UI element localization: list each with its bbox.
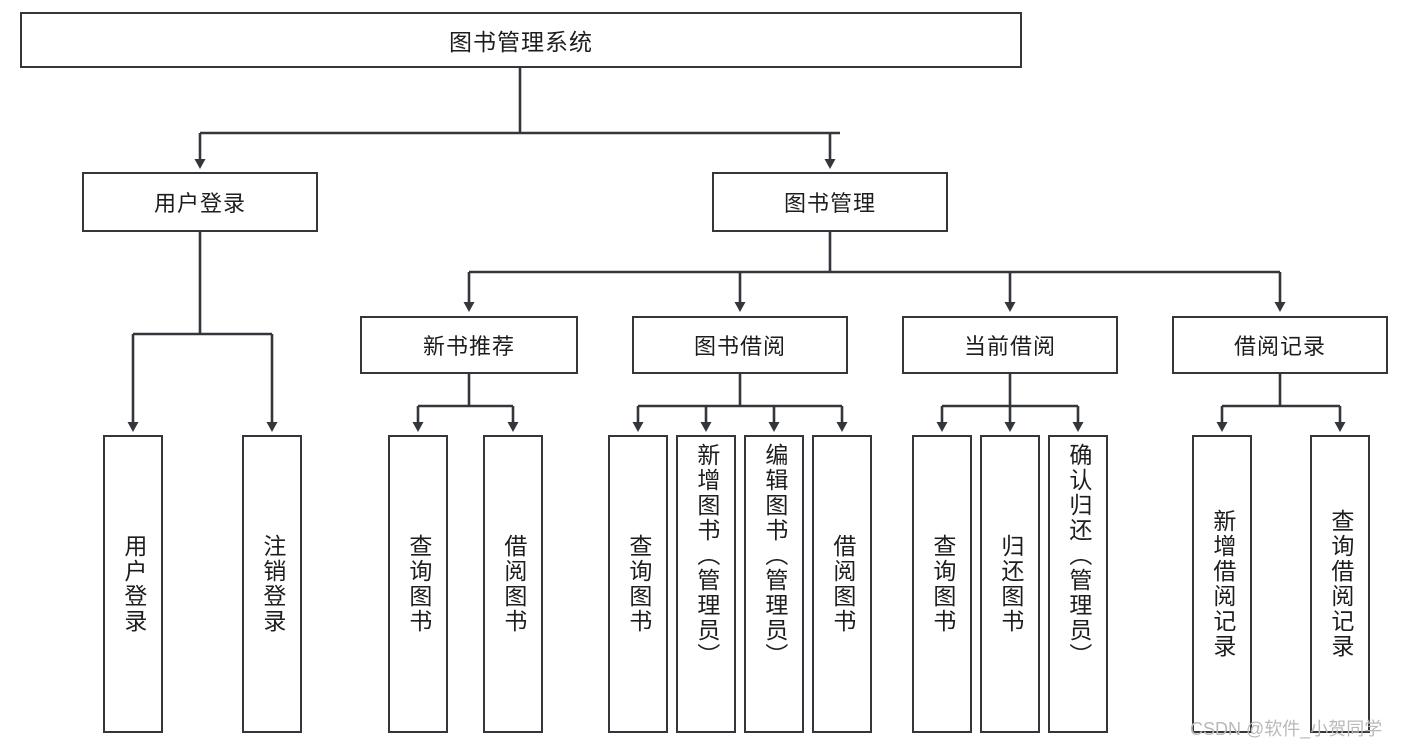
node-book-borrowing-label: 图书借阅	[693, 334, 786, 359]
node-new-book-recommendation[interactable]: 新书推荐	[360, 316, 578, 374]
leaf-logout[interactable]: 注销登录	[242, 435, 302, 733]
node-book-borrowing[interactable]: 图书借阅	[632, 316, 848, 374]
leaf-return-books[interactable]: 归还图书	[980, 435, 1040, 733]
leaf-return-books-label: 归还图书	[997, 534, 1024, 634]
leaf-logout-label: 注销登录	[259, 534, 286, 634]
leaf-query-books-newbook[interactable]: 查询图书	[388, 435, 448, 733]
leaf-query-books-current[interactable]: 查询图书	[912, 435, 972, 733]
leaf-confirm-return-admin[interactable]: 确认归还（管理员）	[1048, 435, 1108, 733]
node-root-label: 图书管理系统	[449, 29, 593, 55]
leaf-borrow-books-newbook-label: 借阅图书	[500, 534, 527, 634]
leaf-add-book-admin[interactable]: 新增图书（管理员）	[676, 435, 736, 733]
leaf-query-borrowing-record-label: 查询借阅记录	[1327, 509, 1354, 659]
leaf-user-login-label: 用户登录	[120, 534, 147, 634]
leaf-add-book-admin-label: 新增图书（管理员）	[693, 443, 720, 668]
node-borrowing-records[interactable]: 借阅记录	[1172, 316, 1388, 374]
leaf-add-borrowing-record-label: 新增借阅记录	[1209, 509, 1236, 659]
node-user-login[interactable]: 用户登录	[82, 172, 318, 232]
watermark-text: CSDN @软件_小贺同学	[1190, 719, 1383, 739]
node-current-borrowing-label: 当前借阅	[963, 334, 1056, 359]
leaf-edit-book-admin[interactable]: 编辑图书（管理员）	[744, 435, 804, 733]
leaf-query-books-newbook-label: 查询图书	[405, 534, 432, 634]
node-user-login-label: 用户登录	[153, 191, 246, 216]
leaf-borrow-books-newbook[interactable]: 借阅图书	[483, 435, 543, 733]
node-borrowing-records-label: 借阅记录	[1233, 334, 1326, 359]
node-current-borrowing[interactable]: 当前借阅	[902, 316, 1118, 374]
node-new-book-recommendation-label: 新书推荐	[422, 334, 515, 359]
leaf-edit-book-admin-label: 编辑图书（管理员）	[761, 443, 788, 668]
leaf-query-books-borrowing[interactable]: 查询图书	[608, 435, 668, 733]
leaf-confirm-return-admin-label: 确认归还（管理员）	[1065, 443, 1092, 668]
node-root-book-management-system[interactable]: 图书管理系统	[20, 12, 1022, 68]
leaf-query-books-current-label: 查询图书	[929, 534, 956, 634]
leaf-query-borrowing-record[interactable]: 查询借阅记录	[1310, 435, 1370, 733]
leaf-user-login[interactable]: 用户登录	[103, 435, 163, 733]
node-book-management-label: 图书管理	[783, 191, 876, 216]
leaf-add-borrowing-record[interactable]: 新增借阅记录	[1192, 435, 1252, 733]
node-book-management[interactable]: 图书管理	[712, 172, 948, 232]
leaf-borrow-books-borrowing[interactable]: 借阅图书	[812, 435, 872, 733]
leaf-query-books-borrowing-label: 查询图书	[625, 534, 652, 634]
leaf-borrow-books-borrowing-label: 借阅图书	[829, 534, 856, 634]
